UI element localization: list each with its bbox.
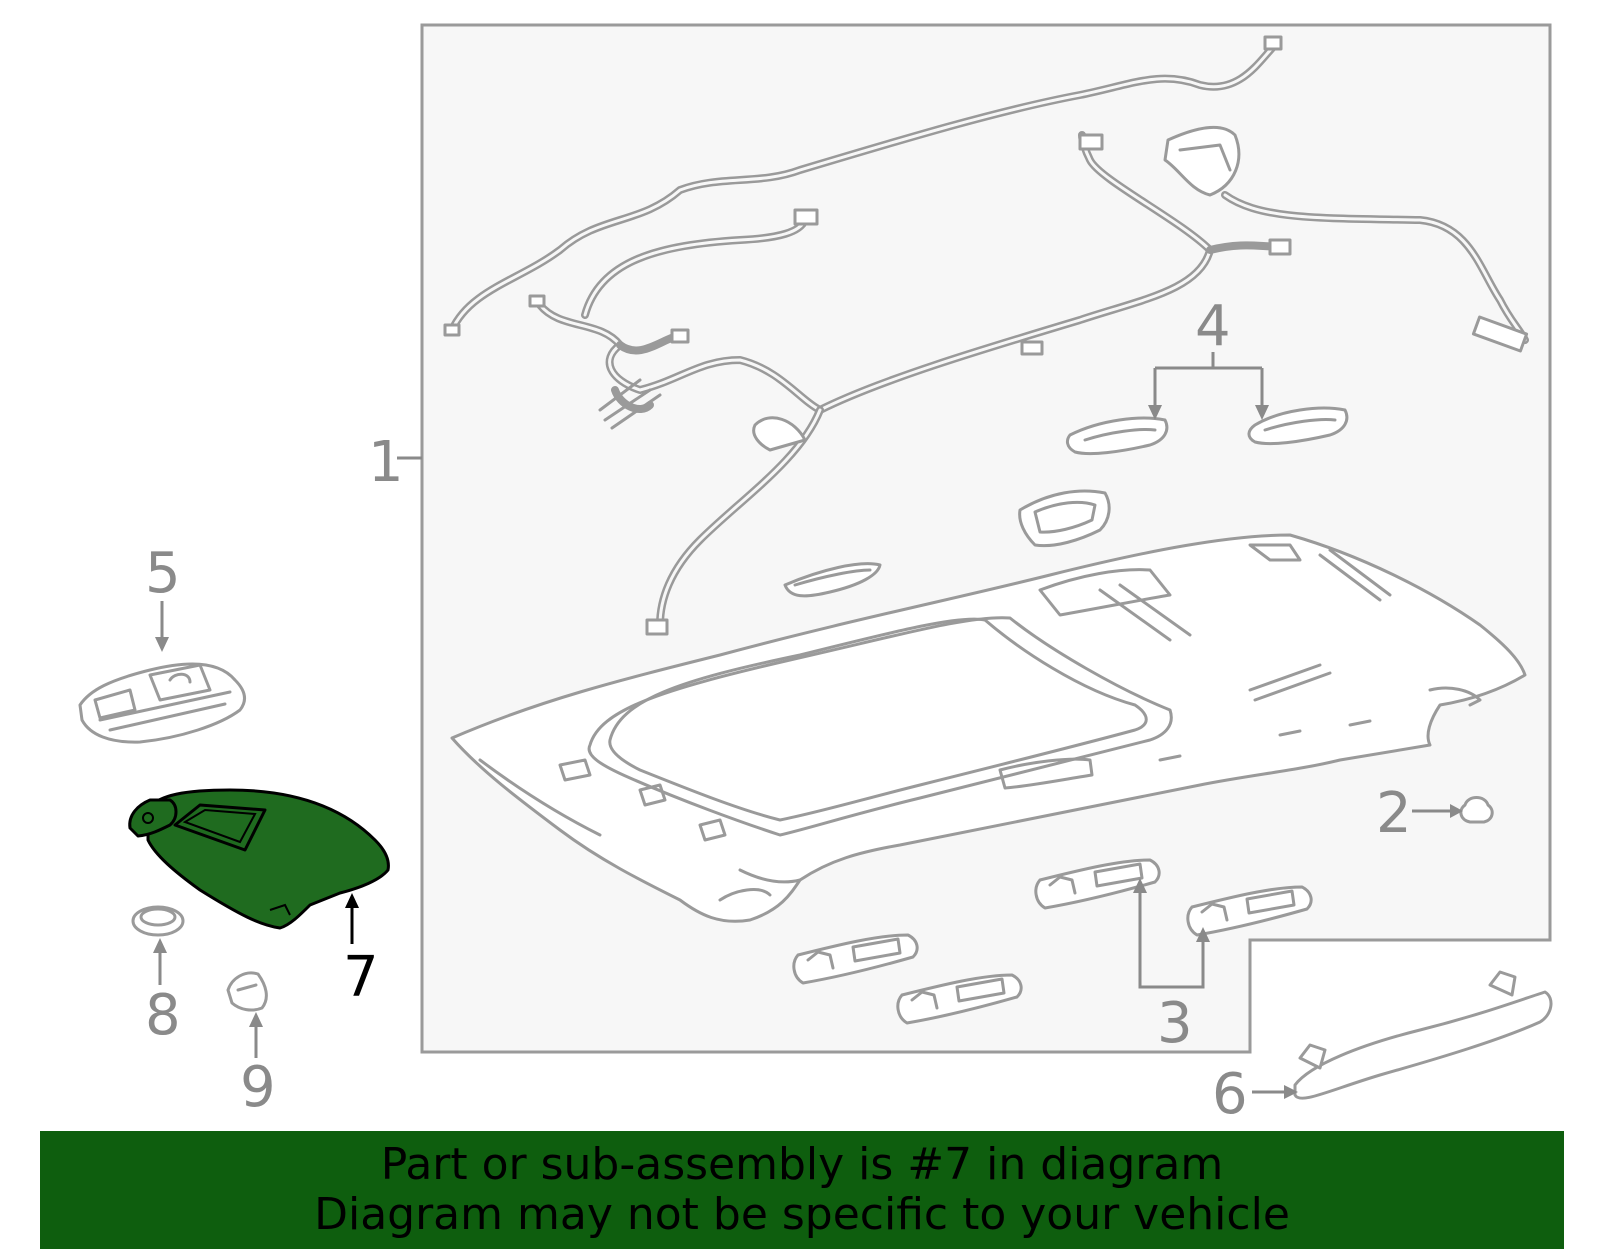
clip-2 xyxy=(1459,796,1494,824)
callout-1: 1 xyxy=(368,430,404,495)
visor-clip-9 xyxy=(226,971,268,1012)
callout-6: 6 xyxy=(1212,1062,1248,1127)
callout-8: 8 xyxy=(145,983,181,1048)
wire-harness xyxy=(443,35,1529,636)
trim-covers xyxy=(783,406,1349,598)
callout-labels: 1 2 3 4 5 6 7 8 9 xyxy=(145,294,1412,1127)
callout-2: 2 xyxy=(1376,781,1412,846)
callout-5: 5 xyxy=(145,541,181,606)
grab-handle-6 xyxy=(1293,970,1553,1100)
banner-line-disclaimer: Diagram may not be specific to your vehi… xyxy=(314,1189,1290,1240)
map-lamp-5 xyxy=(78,662,247,744)
callout-7: 7 xyxy=(343,945,379,1010)
sun-visor-7 xyxy=(128,788,390,930)
headliner xyxy=(450,533,1527,923)
visor-holder-8 xyxy=(131,905,185,937)
callout-4: 4 xyxy=(1195,294,1231,359)
assembly-frame xyxy=(420,23,1552,1054)
leader-lines xyxy=(153,352,1463,1099)
banner-line-part: Part or sub-assembly is #7 in diagram xyxy=(380,1139,1224,1190)
callout-9: 9 xyxy=(240,1055,276,1120)
callout-3: 3 xyxy=(1157,991,1193,1056)
notice-banner: Part or sub-assembly is #7 in diagram Di… xyxy=(40,1131,1564,1249)
brackets-3 xyxy=(792,858,1313,1025)
